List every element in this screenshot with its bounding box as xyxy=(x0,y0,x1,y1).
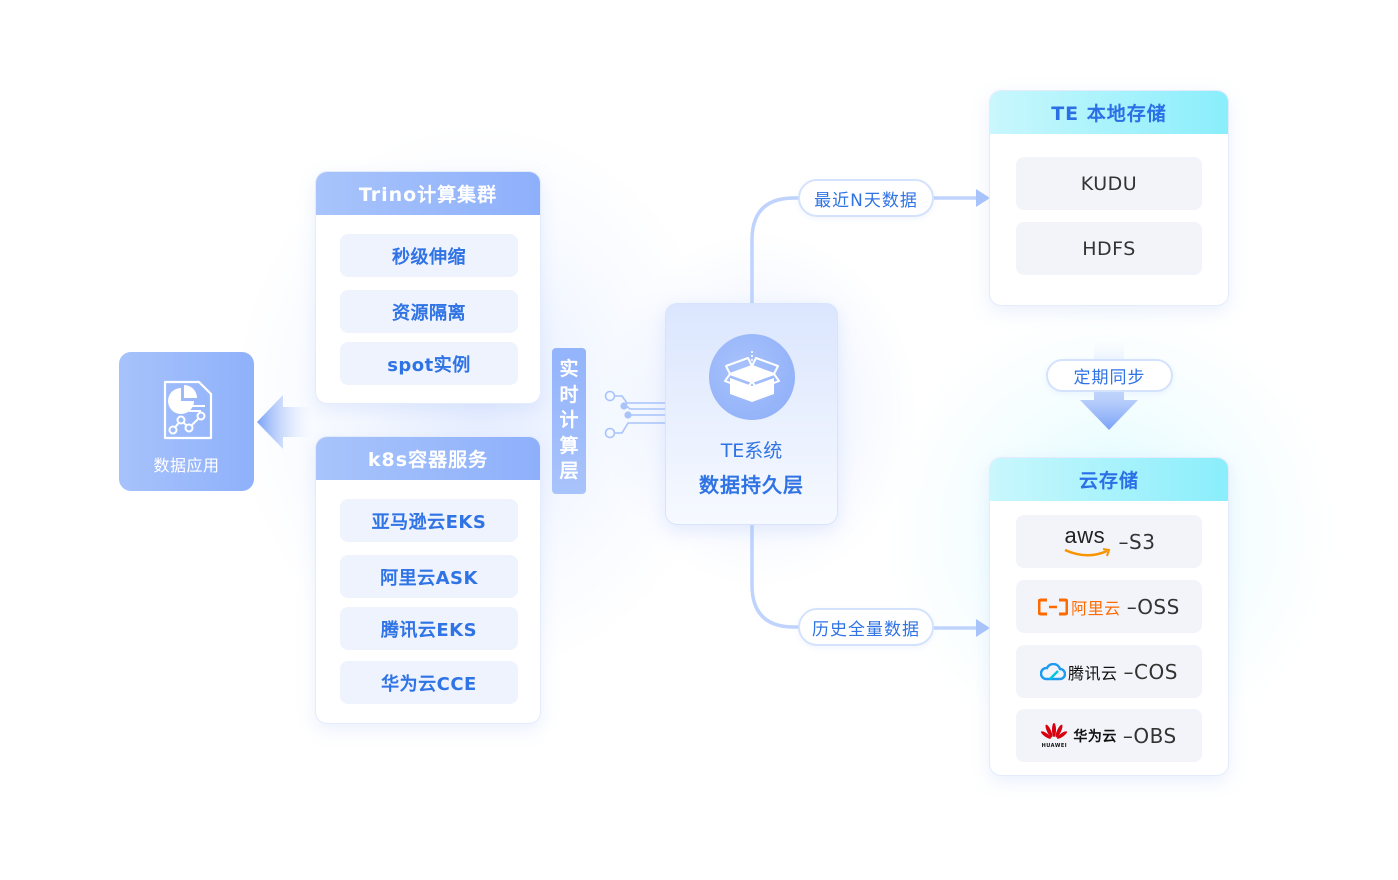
te-persistence-layer-card[interactable]: TE系统 数据持久层 xyxy=(665,303,838,525)
provider-suffix: –COS xyxy=(1123,659,1178,684)
local-storage-item[interactable]: HDFS xyxy=(1016,222,1202,275)
open-box-icon xyxy=(723,351,780,402)
aliyun-logo-text: 阿里云 xyxy=(1071,598,1121,618)
te-local-storage-card: TE 本地存储 KUDU HDFS xyxy=(989,90,1229,306)
huawei-cloud-logo-icon: HUAWEI 华为云 xyxy=(1041,722,1117,749)
data-application-tile[interactable]: 数据应用 xyxy=(119,352,254,491)
periodic-sync-tag: 定期同步 xyxy=(1046,359,1173,392)
cloud-storage-card: 云存储 aws –S3 阿里云 –OSS 腾讯云 –COS xyxy=(989,457,1229,776)
trino-feature-item[interactable]: spot实例 xyxy=(340,342,518,385)
aws-logo-icon: aws xyxy=(1063,522,1113,559)
layer-label-char: 层 xyxy=(559,460,579,483)
history-data-connector xyxy=(750,525,800,629)
trino-feature-item[interactable]: 秒级伸缩 xyxy=(340,234,518,277)
realtime-compute-layer-label: 实 时 计 算 层 xyxy=(552,348,586,494)
circuit-connector-icon xyxy=(604,390,670,439)
k8s-service-item[interactable]: 亚马逊云EKS xyxy=(340,499,518,542)
layer-label-char: 计 xyxy=(559,409,579,432)
history-data-tag: 历史全量数据 xyxy=(798,608,934,646)
arrow-left-icon xyxy=(257,395,315,449)
layer-label-char: 时 xyxy=(559,383,579,406)
recent-data-tag: 最近N天数据 xyxy=(798,179,934,217)
core-title-line1: TE系统 xyxy=(720,440,783,462)
report-chart-icon xyxy=(163,380,212,440)
aliyun-logo-icon: 阿里云 xyxy=(1038,595,1121,619)
provider-suffix: –OBS xyxy=(1122,723,1177,748)
huawei-cloud-logo-text: 华为云 xyxy=(1073,728,1117,745)
layer-label-char: 算 xyxy=(559,434,579,457)
local-storage-item[interactable]: KUDU xyxy=(1016,157,1202,210)
k8s-service-item[interactable]: 腾讯云EKS xyxy=(340,607,518,650)
cloud-provider-huawei[interactable]: HUAWEI 华为云 –OBS xyxy=(1016,709,1202,762)
cloud-provider-tencent[interactable]: 腾讯云 –COS xyxy=(1016,645,1202,698)
k8s-service-item[interactable]: 阿里云ASK xyxy=(340,555,518,598)
data-application-label: 数据应用 xyxy=(153,456,220,475)
k8s-service-item[interactable]: 华为云CCE xyxy=(340,661,518,704)
core-icon-circle xyxy=(708,334,795,420)
tencent-cloud-logo-text: 腾讯云 xyxy=(1068,663,1118,683)
history-data-arrowhead xyxy=(976,619,990,637)
trino-cluster-card: Trino计算集群 秒级伸缩 资源隔离 spot实例 xyxy=(315,171,541,404)
huawei-wordmark: HUAWEI xyxy=(1041,742,1068,749)
core-title-line2: 数据持久层 xyxy=(699,473,804,497)
recent-data-arrowhead xyxy=(976,189,990,207)
cloud-provider-aliyun[interactable]: 阿里云 –OSS xyxy=(1016,580,1202,633)
provider-suffix: –OSS xyxy=(1126,594,1180,619)
trino-feature-item[interactable]: 资源隔离 xyxy=(340,290,518,333)
layer-label-char: 实 xyxy=(559,358,579,381)
tencent-cloud-logo-icon: 腾讯云 xyxy=(1040,660,1118,684)
aws-logo-text: aws xyxy=(1064,522,1106,548)
trino-cluster-title: Trino计算集群 xyxy=(316,172,540,215)
recent-data-connector xyxy=(750,196,800,303)
cloud-provider-aws[interactable]: aws –S3 xyxy=(1016,515,1202,568)
local-storage-title: TE 本地存储 xyxy=(990,91,1228,134)
provider-suffix: –S3 xyxy=(1118,529,1156,554)
k8s-container-card: k8s容器服务 亚马逊云EKS 阿里云ASK 腾讯云EKS 华为云CCE xyxy=(315,436,541,724)
k8s-container-title: k8s容器服务 xyxy=(316,437,540,480)
cloud-storage-title: 云存储 xyxy=(990,458,1228,501)
